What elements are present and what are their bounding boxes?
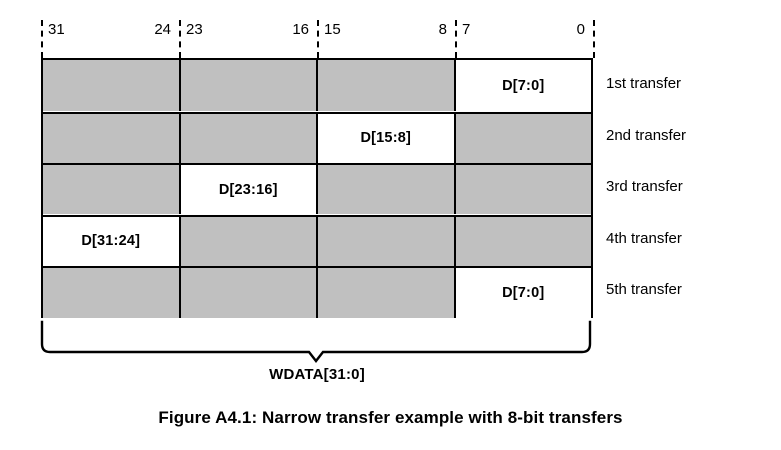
ruler-tick-icon [179, 20, 181, 58]
table-row: D[31:24] [43, 214, 591, 266]
figure-caption: Figure A4.1: Narrow transfer example wit… [158, 408, 623, 427]
bit-label-lsb: 8 [438, 21, 447, 38]
ruler-tick-icon [41, 20, 43, 58]
transfer-label-5: 5th transfer [606, 281, 682, 299]
data-cell-empty [453, 165, 591, 215]
table-row: D[15:8] [43, 111, 591, 163]
data-cell-empty [43, 268, 179, 318]
data-cell-empty [43, 165, 179, 215]
ruler-tick-icon [593, 20, 595, 58]
data-cell-empty [178, 216, 316, 266]
ruler-segment-31-24: 31 24 [41, 20, 179, 58]
data-cell-active: D[31:24] [43, 216, 179, 266]
data-cell-empty [43, 113, 179, 163]
ruler-segment-23-16: 23 16 [179, 20, 317, 58]
data-bus-brace [33, 320, 603, 368]
data-cell-empty [453, 216, 591, 266]
bit-label-lsb: 16 [292, 21, 309, 38]
data-cell-active: D[23:16] [178, 165, 316, 215]
table-row: D[23:16] [43, 163, 591, 215]
data-cell-active: D[7:0] [453, 60, 591, 112]
ruler-tick-icon [317, 20, 319, 58]
bit-label-msb: 23 [186, 21, 203, 38]
data-cell-empty [316, 216, 454, 266]
brace-icon [40, 320, 592, 363]
ruler-segment-15-8: 15 8 [317, 20, 455, 58]
data-cell-empty [316, 60, 454, 112]
data-bus-label: WDATA[31:0] [269, 366, 365, 383]
data-cell-active: D[7:0] [453, 268, 591, 318]
data-cell-empty [178, 60, 316, 112]
transfer-label-4: 4th transfer [606, 229, 682, 247]
data-cell-empty [316, 165, 454, 215]
transfer-label-3: 3rd transfer [606, 178, 683, 196]
transfer-label-1: 1st transfer [606, 75, 682, 92]
transfer-label-2: 2nd transfer [606, 126, 687, 144]
data-cell-empty [453, 113, 591, 163]
table-row: D[7:0] [43, 266, 591, 318]
bit-label-lsb: 24 [154, 21, 171, 38]
data-cell-empty [43, 60, 179, 112]
bit-label-lsb: 0 [576, 21, 585, 38]
data-cell-active: D[15:8] [316, 113, 454, 163]
transfer-grid: D[7:0]D[15:8]D[23:16]D[31:24]D[7:0] [41, 58, 593, 318]
transfer-label-column: 1st transfer 2nd transfer 3rd transfer 4th … [606, 58, 776, 318]
bit-label-msb: 15 [324, 21, 341, 38]
bit-label-msb: 7 [462, 21, 471, 38]
data-cell-empty [178, 268, 316, 318]
data-cell-empty [178, 113, 316, 163]
table-row: D[7:0] [43, 60, 591, 112]
bit-label-msb: 31 [48, 21, 65, 38]
data-cell-empty [316, 268, 454, 318]
ruler-tick-icon [455, 20, 457, 58]
